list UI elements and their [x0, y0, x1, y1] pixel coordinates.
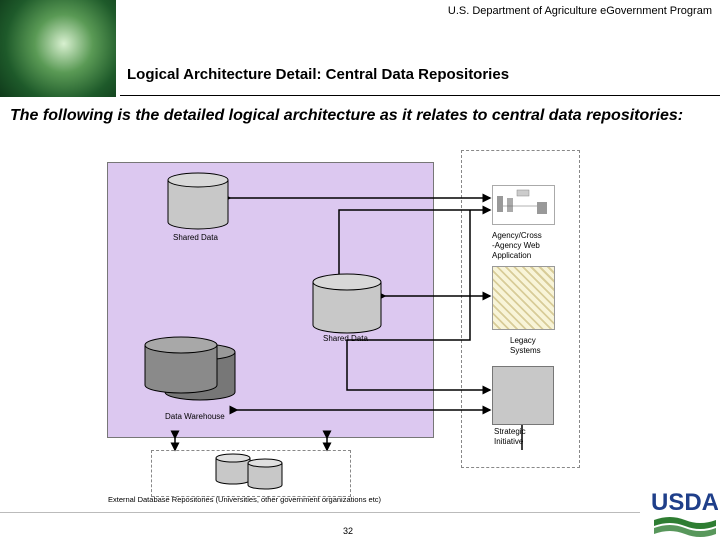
shared-data-cylinder-1: [167, 172, 229, 230]
connector-legacy-down: [346, 210, 492, 395]
external-repositories-label: External Database Repositories (Universi…: [108, 495, 382, 504]
connector-shared2-webapp: [334, 205, 492, 288]
usda-logo-text: USDA: [652, 489, 718, 516]
external-repo-cylinders: [215, 453, 283, 490]
page-number: 32: [343, 526, 354, 536]
web-application-icon: [492, 185, 555, 225]
shared-data-label-2: Shared Data: [323, 334, 368, 343]
external-repositories-group: [151, 450, 351, 497]
header-logo-image: [0, 0, 116, 97]
shared-data-cylinder-2: [312, 273, 382, 334]
legacy-systems-label: Legacy Systems: [510, 336, 541, 355]
program-title: U.S. Department of Agriculture eGovernme…: [447, 5, 712, 17]
legacy-systems-box: [492, 266, 555, 330]
web-server-icon: [497, 189, 547, 214]
header-divider: [120, 95, 720, 96]
footer-divider: [0, 512, 640, 513]
data-warehouse-label: Data Warehouse: [165, 412, 225, 421]
shared-data-label-1: Shared Data: [173, 233, 218, 242]
data-warehouse-cylinders: [144, 336, 236, 401]
web-application-label: Agency/Cross -Agency Web Application: [492, 231, 542, 260]
usda-logo: USDA: [652, 489, 718, 537]
slide-title: Logical Architecture Detail: Central Dat…: [127, 66, 510, 83]
external-systems-group: [461, 150, 580, 468]
strategic-initiative-box: [492, 366, 554, 425]
strategic-initiative-label: Strategic Initiative: [494, 427, 526, 446]
intro-text: The following is the detailed logical ar…: [10, 107, 684, 124]
